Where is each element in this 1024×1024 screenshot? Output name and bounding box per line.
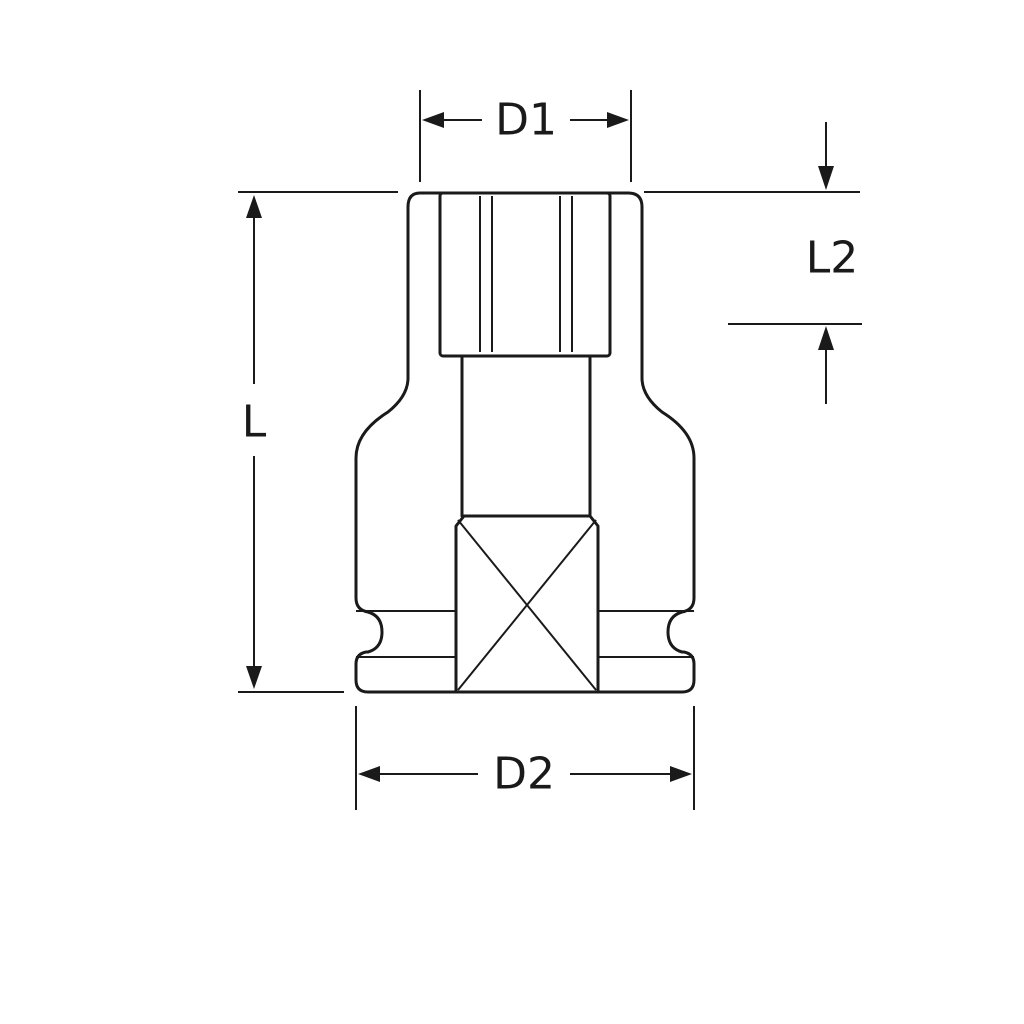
d1-arrow-right	[607, 112, 629, 128]
d1-arrow-left	[422, 112, 444, 128]
dimension-d1: D1	[422, 95, 629, 146]
square-drive-diagonal-2	[457, 519, 597, 691]
l-arrow-top	[246, 195, 262, 218]
l-label: L	[242, 397, 267, 448]
l2-label: L2	[806, 233, 859, 284]
dimension-d2: D2	[358, 749, 692, 800]
d1-label: D1	[495, 95, 557, 146]
l2-arrow-top	[818, 166, 834, 190]
dimension-l: L	[242, 195, 267, 689]
socket-body	[354, 191, 696, 694]
d2-label: D2	[493, 749, 555, 800]
extension-lines	[238, 90, 862, 810]
hex-bore	[438, 191, 612, 358]
d2-arrow-right	[670, 766, 692, 782]
d2-arrow-left	[358, 766, 380, 782]
l2-arrow-bottom	[818, 326, 834, 350]
square-drive	[454, 514, 600, 694]
l-arrow-bottom	[246, 666, 262, 689]
socket-outline	[354, 191, 696, 694]
dimension-l2: L2	[806, 122, 859, 404]
